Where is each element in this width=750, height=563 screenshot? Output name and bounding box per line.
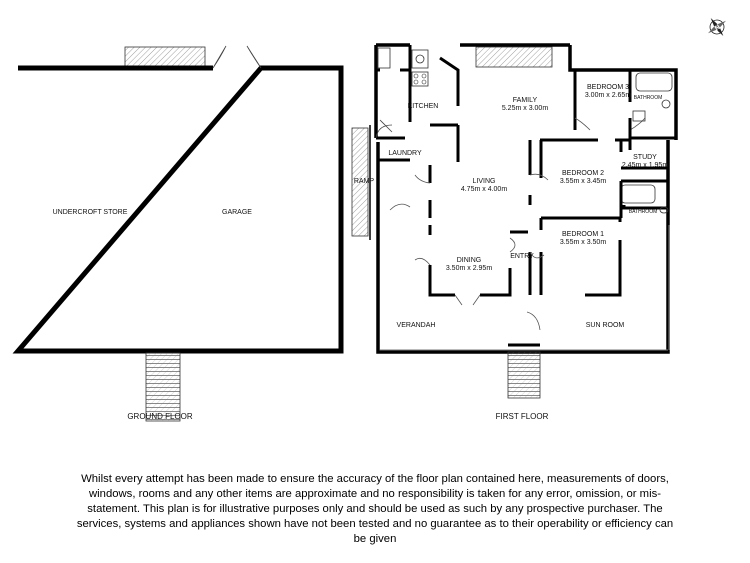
sunroom-label: SUN ROOM (586, 322, 625, 329)
ground-floor-walls (12, 65, 344, 354)
undercroft-store-label: UNDERCROFT STORE (53, 209, 128, 216)
kitchen-walls (376, 45, 460, 140)
kitchen-label: KITCHEN (408, 103, 439, 110)
dining-size: 3.50m x 2.95m (446, 265, 492, 272)
verandah-label: VERANDAH (397, 322, 436, 329)
bedroom1-size: 3.55m x 3.50m (560, 239, 606, 246)
bedroom2-label: BEDROOM 2 (562, 170, 604, 177)
bedroom3-label: BEDROOM 3 (587, 84, 629, 91)
garage-label: GARAGE (222, 209, 252, 216)
ground-floor-plan: UNDERCROFT STORE GARAGE GROUND FLOOR (12, 45, 344, 422)
ground-floor-title: GROUND FLOOR (127, 412, 193, 421)
compass-north-label: N (714, 24, 722, 33)
laundry-label: LAUNDRY (388, 150, 422, 157)
bedroom3-size: 3.00m x 2.65m (585, 92, 631, 99)
study-label: STUDY (633, 154, 657, 161)
family-size: 5.25m x 3.00m (502, 105, 548, 112)
bathroom-top-label: BATHROOM (634, 95, 663, 101)
garage-door-swing (212, 45, 262, 69)
compass-icon: N (707, 17, 727, 37)
kitchen-sink (411, 49, 429, 69)
bathroom-bathtub (620, 184, 656, 204)
bedroom1-label: BEDROOM 1 (562, 231, 604, 238)
ramp-label: RAMP (354, 178, 375, 185)
disclaimer-text: Whilst every attempt has been made to en… (76, 473, 674, 545)
bathroom-label: BATHROOM (629, 209, 658, 215)
first-deck-hatch (475, 46, 553, 68)
first-floor-plan (351, 43, 678, 399)
dining-label: DINING (457, 257, 482, 264)
bedroom2-size: 3.55m x 3.45m (560, 178, 606, 185)
living-label: LIVING (473, 178, 496, 185)
entry-label: ENTRY (510, 253, 534, 260)
top-bathtub (635, 72, 673, 92)
family-label: FAMILY (513, 97, 538, 104)
ground-deck-hatch (124, 46, 206, 68)
study-size: 2.45m x 1.95m (622, 162, 668, 169)
ramp (351, 127, 369, 237)
living-size: 4.75m x 4.00m (461, 186, 507, 193)
kitchen-cooktop (411, 71, 429, 87)
first-floor-labels: KITCHEN FAMILY 5.25m x 3.00m BEDROOM 3 3… (354, 84, 668, 421)
floor-plan: UNDERCROFT STORE GARAGE GROUND FLOOR (12, 17, 727, 422)
first-floor-outer-walls (374, 43, 678, 354)
first-floor-title: FIRST FLOOR (496, 412, 549, 421)
